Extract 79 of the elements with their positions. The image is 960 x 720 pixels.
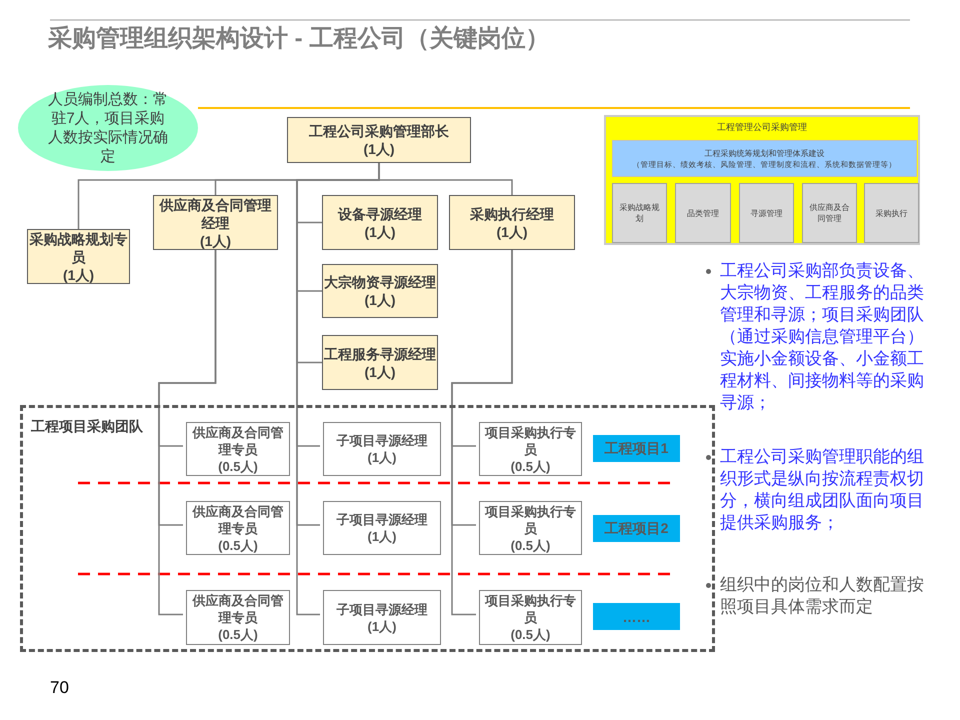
headcount: (0.5人) bbox=[510, 626, 550, 643]
panel-title: 工程管理公司采购管理 bbox=[716, 121, 808, 134]
position-title: 供应商及合同管理专员 bbox=[191, 592, 284, 626]
position-box bbox=[322, 335, 438, 390]
position-title: 子项目寻源经理 bbox=[336, 432, 428, 449]
function-name: 供应商及合同管理 bbox=[808, 202, 850, 224]
function-name: 采购战略规划 bbox=[618, 202, 660, 224]
note-text: 人员编制总数：常驻7人，项目采购人数按实际情况确定 bbox=[48, 90, 168, 166]
headcount: (1人) bbox=[200, 232, 232, 250]
position-title: 设备寻源经理 bbox=[338, 204, 422, 222]
function-box bbox=[612, 183, 667, 243]
headcount: (0.5人) bbox=[218, 536, 258, 554]
function-panel bbox=[604, 115, 920, 245]
headcount: (1人) bbox=[368, 449, 396, 466]
connector-line bbox=[158, 250, 216, 616]
function-title: 工程采购统筹规划和管理体系建设 bbox=[704, 148, 824, 158]
position-title: 供应商及合同管理专员 bbox=[191, 502, 284, 536]
position-box bbox=[449, 195, 575, 250]
project-tag bbox=[593, 603, 680, 630]
position-box bbox=[287, 117, 471, 163]
headcount: (0.5人) bbox=[218, 458, 258, 474]
position-box bbox=[323, 501, 441, 555]
bullet-text: 组织中的岗位和人数配置按照项目具体需求而定 bbox=[720, 574, 925, 618]
position-box bbox=[186, 422, 290, 476]
headcount: (1人) bbox=[364, 222, 396, 240]
headcount: (1人) bbox=[62, 266, 94, 284]
position-box bbox=[322, 195, 438, 250]
function-name: 品类管理 bbox=[687, 208, 719, 218]
position-box bbox=[27, 229, 130, 284]
position-title: 供应商及合同管理经理 bbox=[158, 196, 272, 232]
headcount: (1人) bbox=[364, 291, 396, 309]
headcount: (0.5人) bbox=[510, 458, 550, 474]
position-title: 采购战略规划专员 bbox=[28, 230, 128, 266]
project-name: 工程项目1 bbox=[604, 440, 668, 458]
project-name: …… bbox=[622, 608, 650, 624]
team-title: 工程项目采购团队 bbox=[31, 418, 143, 436]
position-box bbox=[186, 501, 290, 555]
function-name: 寻源管理 bbox=[750, 208, 782, 218]
headcount: (1人) bbox=[363, 140, 395, 158]
position-title: 工程公司采购管理部长 bbox=[309, 122, 449, 140]
function-box bbox=[739, 183, 794, 243]
position-title: 项目采购执行专员 bbox=[484, 424, 577, 458]
bullet-text: 工程公司采购部负责设备、大宗物资、工程服务的品类管理和寻源；项目采购团队（通过采购信息管理平台）实施小金额设备、小金额工程材料、间接物料等的采购寻源； bbox=[720, 260, 925, 414]
team-frame bbox=[20, 405, 715, 652]
connector-line bbox=[451, 250, 513, 616]
position-box bbox=[323, 422, 441, 476]
bullet-text: 工程公司采购管理职能的组织形式是纵向按流程责权切分，横向组成团队面向项目提供采购服务； bbox=[720, 446, 925, 534]
position-title: 采购执行经理 bbox=[470, 204, 554, 222]
position-title: 项目采购执行专员 bbox=[484, 502, 577, 536]
headcount: (1人) bbox=[368, 528, 396, 545]
headcount: (1人) bbox=[364, 362, 396, 380]
project-name: 工程项目2 bbox=[604, 520, 668, 538]
position-title: 大宗物资寻源经理 bbox=[324, 273, 436, 291]
position-box bbox=[479, 590, 582, 645]
function-box bbox=[802, 183, 857, 243]
project-tag bbox=[593, 435, 680, 462]
position-title: 供应商及合同管理专员 bbox=[191, 424, 284, 458]
position-title: 工程服务寻源经理 bbox=[324, 344, 436, 362]
position-title: 子项目寻源经理 bbox=[336, 600, 428, 618]
note-ellipse bbox=[18, 85, 198, 171]
page-title: 采购管理组织架构设计 - 工程公司（关键岗位） bbox=[48, 24, 550, 54]
headcount: (1人) bbox=[368, 618, 396, 634]
headcount: (1人) bbox=[496, 222, 528, 240]
headcount: (0.5人) bbox=[218, 626, 258, 643]
position-box bbox=[323, 590, 441, 645]
function-box bbox=[864, 183, 919, 243]
page-number: 70 bbox=[50, 678, 69, 698]
headcount: (0.5人) bbox=[510, 536, 550, 554]
function-box bbox=[612, 140, 917, 177]
position-box bbox=[186, 590, 290, 645]
function-name: 采购执行 bbox=[876, 208, 908, 218]
function-box bbox=[675, 183, 731, 243]
position-box bbox=[153, 195, 278, 250]
position-box bbox=[479, 422, 582, 476]
position-title: 子项目寻源经理 bbox=[336, 511, 428, 528]
position-title: 项目采购执行专员 bbox=[484, 592, 577, 626]
position-box bbox=[322, 264, 438, 318]
position-box bbox=[479, 501, 582, 555]
project-tag bbox=[593, 515, 680, 542]
